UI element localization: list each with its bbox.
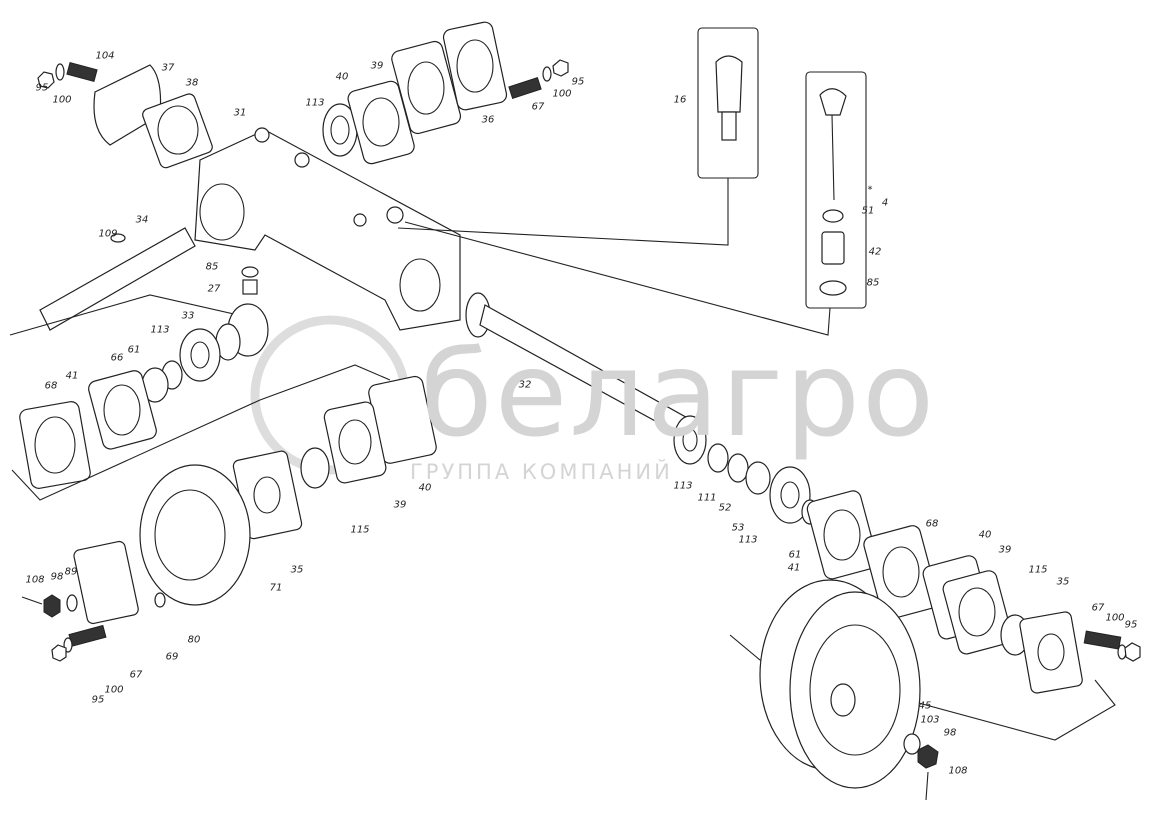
part-number-label: 40 [335,71,349,83]
right-flange-group [729,490,1141,741]
part-number-label: 115 [1028,564,1048,576]
part-number-label: 85 [205,261,219,273]
part-number-label: 40 [978,529,992,541]
part-number-label: 100 [1105,612,1125,624]
dipstick-box [404,71,867,336]
part-number-label: 98 [50,571,64,583]
watermark-brand: белагро [420,325,937,463]
watermark-subtitle: ГРУППА КОМПАНИЙ [410,460,673,484]
part-number-label: 61 [788,549,802,561]
part-number-label: 45 [918,700,932,712]
gear-housing [194,127,461,331]
sensor-box [397,27,759,246]
middle-flange-group [73,375,437,625]
part-number-label: 115 [350,524,370,536]
part-number-label: 85 [866,277,880,289]
part-number-label: 35 [1056,576,1070,588]
part-number-label: 61 [127,344,141,356]
part-number-label: 68 [44,380,58,392]
part-number-label: 68 [925,518,939,530]
part-number-label: 95 [1124,619,1138,631]
top-left-cover-group [37,61,213,169]
part-number-label: 109 [98,228,118,240]
pulley [759,579,939,801]
part-number-label: 108 [948,765,968,777]
part-number-label: 100 [552,88,572,100]
part-number-label: 33 [181,310,195,322]
part-number-label: 36 [481,114,495,126]
part-number-label: 42 [868,246,882,258]
part-number-label: 39 [998,544,1012,556]
middle-shaft [465,292,819,525]
part-number-label: 67 [1091,602,1105,614]
part-number-label: 95 [571,76,585,88]
part-number-label: 89 [64,566,78,578]
part-number-label: 38 [185,77,199,89]
part-number-label: 53 [731,522,745,534]
part-number-label: 37 [161,62,175,74]
part-number-label: 69 [165,651,179,663]
part-number-label: 100 [104,684,124,696]
part-number-label: 35 [290,564,304,576]
part-number-label: 113 [305,97,325,109]
part-number-label: 95 [35,82,49,94]
part-number-label: * [867,184,873,196]
lower-left-fasteners [21,594,107,662]
part-number-label: 67 [531,101,545,113]
part-number-label: 80 [187,634,201,646]
part-number-label: 31 [233,107,247,119]
part-number-label: 95 [91,694,105,706]
part-number-label: 71 [269,582,283,594]
part-number-label: 16 [673,94,687,106]
part-number-label: 66 [110,352,124,364]
top-right-bearing-group [322,21,569,165]
part-number-label: 108 [25,574,45,586]
part-number-label: 104 [95,50,115,62]
part-number-label: 51 [861,205,875,217]
part-number-label: 113 [738,534,758,546]
part-number-label: 113 [150,324,170,336]
part-number-label: 67 [129,669,143,681]
gear-and-bearing-left [11,303,391,501]
part-number-label: 103 [920,714,940,726]
part-number-label: 39 [370,60,384,72]
part-number-label: 32 [518,379,532,391]
part-number-label: 41 [787,562,801,574]
part-number-label: 100 [52,94,72,106]
part-number-label: 4 [881,197,889,209]
part-number-label: 34 [135,214,149,226]
part-number-label: 52 [718,502,732,514]
part-number-label: 113 [673,480,693,492]
part-number-label: 111 [697,492,717,504]
part-number-label: 39 [393,499,407,511]
part-number-label: 41 [65,370,79,382]
part-number-label: 40 [418,482,432,494]
part-number-label: 27 [207,283,221,295]
part-number-label: 98 [943,727,957,739]
